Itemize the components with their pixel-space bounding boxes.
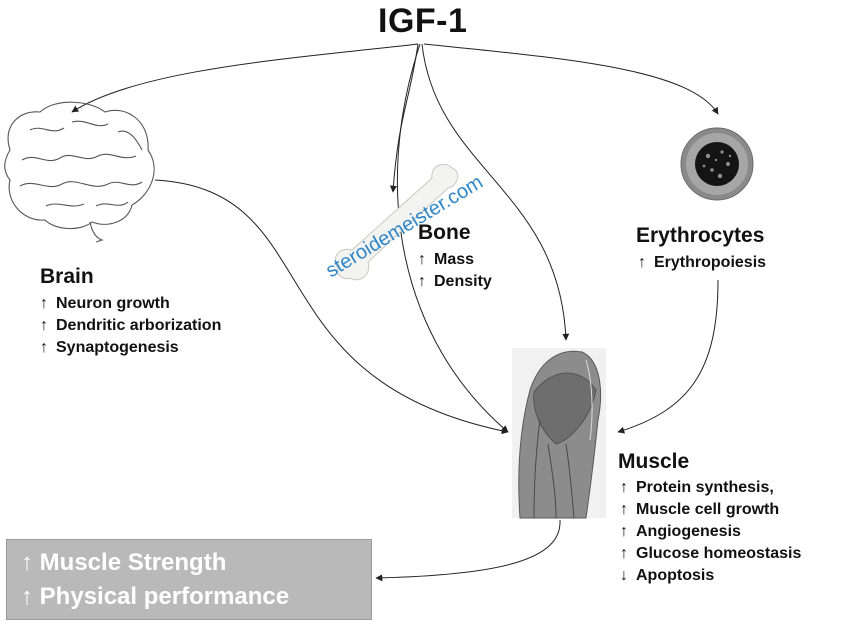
list-item: ↑Density [418,271,492,293]
arrow-up-icon: ↑ [620,523,628,540]
outcome-line-performance: ↑ Physical performance [21,583,290,610]
list-item: ↑Erythropoiesis [638,252,766,274]
arrow-up-icon: ↑ [40,295,48,312]
brain-label: Brain [40,265,94,288]
list-item: ↑Angiogenesis [620,521,801,543]
arrow-up-icon: ↑ [21,549,33,576]
arrow-up-icon: ↑ [620,501,628,518]
list-item: ↑Dendritic arborization [40,315,221,337]
edge-igf1-to-bone [389,43,419,193]
erythrocytes-effects: ↑Erythropoiesis [638,252,766,274]
outcome-box: ↑ Muscle Strength ↑ Physical performance [6,539,372,620]
edge-igf1-to-brain [71,43,419,113]
igf1-title: IGF-1 [378,2,468,40]
list-item: ↓Apoptosis [620,565,801,587]
arrow-up-icon: ↑ [21,583,33,610]
list-item: ↑Synaptogenesis [40,337,221,359]
muscle-label: Muscle [618,450,690,473]
arrow-up-icon: ↑ [638,254,646,271]
bone-illustration [334,163,459,281]
edge-igf1-to-muscle-right [421,43,570,341]
arrow-up-icon: ↑ [620,479,628,496]
list-item: ↑Protein synthesis, [620,477,801,499]
muscle-illustration [512,348,606,519]
arrow-up-icon: ↑ [40,317,48,334]
muscle-effects: ↑Protein synthesis, ↑Muscle cell growth … [620,477,801,587]
edge-erythrocytes-to-muscle [617,279,719,434]
list-item: ↑Mass [418,249,492,271]
edge-igf1-to-erythrocytes [423,43,719,115]
erythrocytes-label: Erythrocytes [636,224,765,247]
list-item: ↑Neuron growth [40,293,221,315]
edge-brain-to-muscle [154,179,509,435]
arrow-up-icon: ↑ [620,545,628,562]
bone-label: Bone [418,221,471,244]
brain-effects: ↑Neuron growth ↑Dendritic arborization ↑… [40,293,221,359]
list-item: ↑Muscle cell growth [620,499,801,521]
arrow-down-icon: ↓ [620,567,628,584]
outcome-line-strength: ↑ Muscle Strength [21,549,227,576]
edge-igf1-to-muscle-left [396,43,509,433]
list-item: ↑Glucose homeostasis [620,543,801,565]
edge-muscle-to-outcome [375,519,561,582]
arrow-up-icon: ↑ [418,273,426,290]
arrow-up-icon: ↑ [418,251,426,268]
bone-effects: ↑Mass ↑Density [418,249,492,293]
brain-illustration [4,101,155,243]
arrow-up-icon: ↑ [40,339,48,356]
erythrocyte-illustration [680,127,754,201]
